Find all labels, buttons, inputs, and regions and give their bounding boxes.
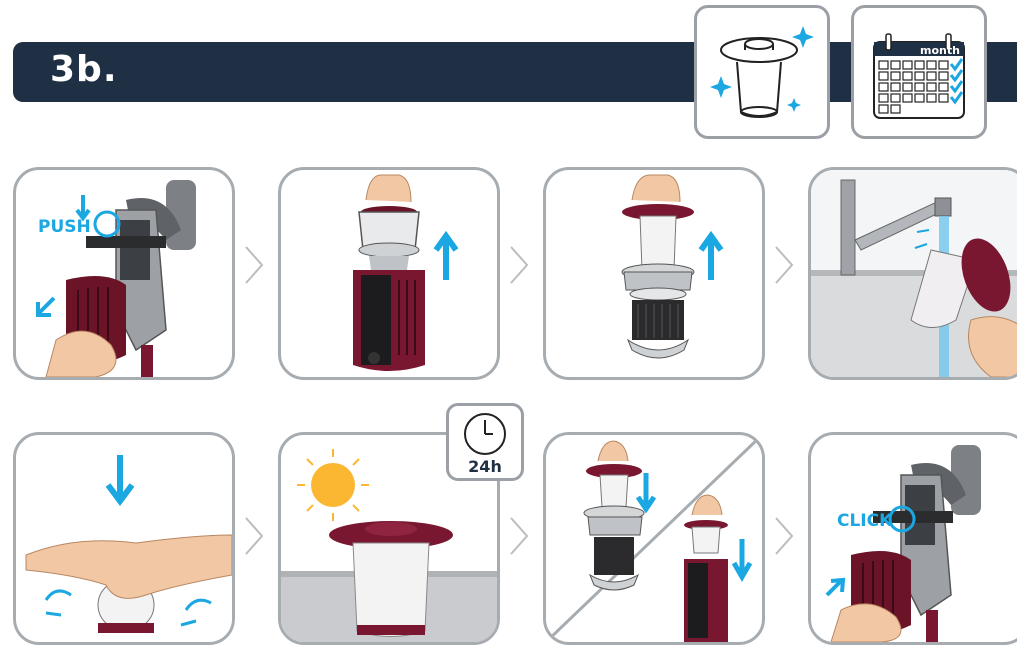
push-label: PUSH bbox=[38, 217, 91, 237]
chevron-right-icon bbox=[243, 245, 265, 285]
chevron-right-icon bbox=[773, 516, 795, 556]
clock-icon: 24h bbox=[449, 406, 521, 478]
chevron-right-icon bbox=[508, 245, 530, 285]
panel-reassemble-filter bbox=[543, 432, 765, 645]
panel-remove-filter bbox=[278, 167, 500, 380]
calendar-month-label: month bbox=[920, 44, 960, 57]
chevron-right-icon bbox=[773, 245, 795, 285]
panel-shake-filter bbox=[13, 432, 235, 645]
dry-time-badge: 24h bbox=[446, 403, 524, 481]
panel-release-filter: PUSH bbox=[13, 167, 235, 380]
calendar-icon-box: month bbox=[851, 5, 987, 139]
step-title: 3b. bbox=[50, 49, 118, 90]
clean-filter-icon-box bbox=[694, 5, 830, 139]
chevron-right-icon bbox=[508, 516, 530, 556]
panel-insert-filter: CLICK bbox=[808, 432, 1017, 645]
filter-sparkle-icon bbox=[697, 8, 827, 136]
sun-icon bbox=[297, 449, 369, 521]
panel-rinse-filter bbox=[808, 167, 1017, 380]
calendar-month-icon: month bbox=[854, 8, 984, 136]
dry-time-label: 24h bbox=[468, 457, 502, 476]
click-label: CLICK bbox=[837, 511, 893, 531]
panel-separate-filter bbox=[543, 167, 765, 380]
chevron-right-icon bbox=[243, 516, 265, 556]
